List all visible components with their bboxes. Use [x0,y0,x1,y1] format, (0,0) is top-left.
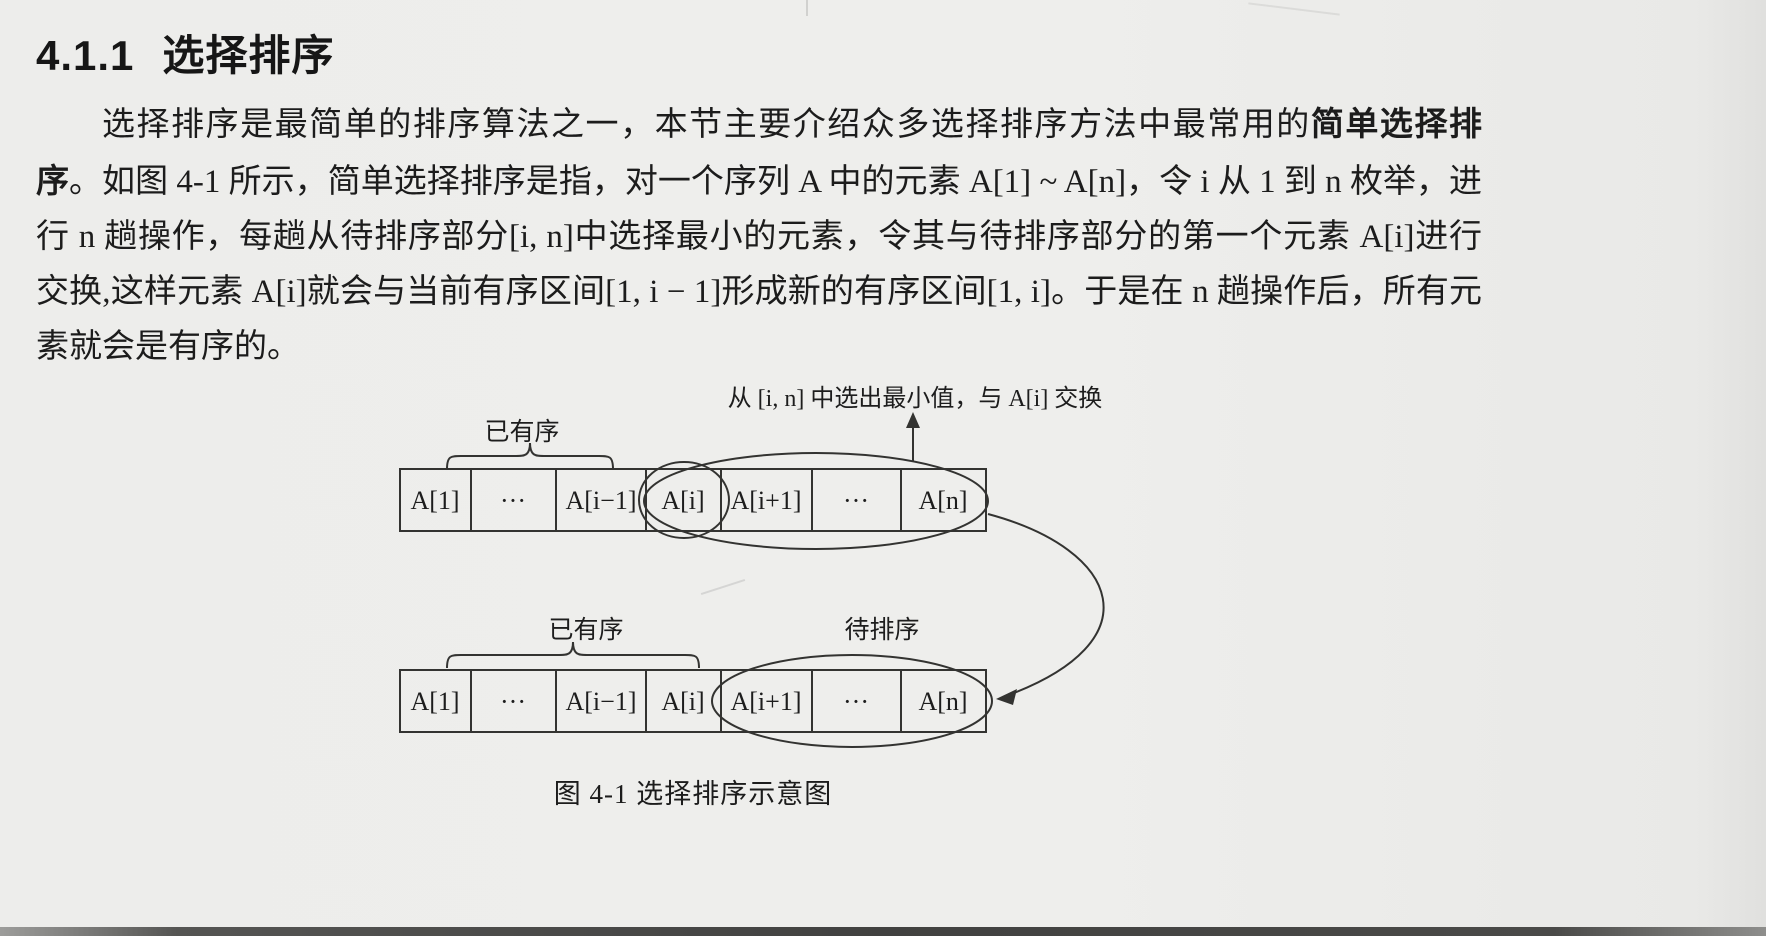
section-title: 选择排序 [162,32,335,79]
sorted-label-row1: 已有序 [484,418,559,446]
current-element-circle [638,461,730,539]
scan-artifact [1248,2,1340,16]
body-paragraph: 选择排序是最简单的排序算法之一，本节主要介绍众多选择排序方法中最常用的简单选择排… [36,96,1482,375]
unsorted-label-row2: 待排序 [844,616,919,644]
array-cell: A[i−1] [566,687,637,716]
overbrace-row1-icon [446,442,614,470]
unsorted-range-ellipse-row2 [711,654,993,748]
array-cell: A[1] [410,687,459,716]
page-bottom-edge [0,927,1766,936]
overbrace-row2-icon [446,641,700,669]
array-cell: A[1] [410,486,459,515]
array-cell: A[i+1] [731,486,802,515]
array-cell: A[i−1] [566,486,637,515]
section-heading: 4.1.1 选择排序 [36,22,334,83]
sorted-label-row2: 已有序 [548,616,623,644]
array-cell: ··· [500,486,526,515]
array-cell: ··· [500,687,526,716]
array-cell: A[i+1] [731,687,802,716]
array-cell: A[i] [661,687,704,716]
min-select-arrow-head [906,412,920,428]
array-cell: A[n] [918,687,967,716]
paragraph-text-1: 选择排序是最简单的排序算法之一，本节主要介绍众多选择排序方法中最常用的 [102,107,1311,143]
array-cell: A[i] [661,486,704,515]
swap-arrow-head [996,689,1017,705]
figure-caption: 图 4-1 选择排序示意图 [553,779,833,809]
section-number: 4.1.1 [36,32,135,79]
array-cell: ··· [843,687,869,716]
scan-artifact [806,0,808,16]
array-cell: ··· [843,486,869,515]
array-row2-outline [399,669,987,733]
annotation-text: 从 [i, n] 中选出最小值，与 A[i] 交换 [728,385,1103,412]
swap-arrow-curve [987,513,1105,697]
unsorted-range-ellipse-row1 [643,452,989,550]
paragraph-text-2: 。如图 4-1 所示，简单选择排序是指，对一个序列 A 中的元素 A[1] ~ … [36,164,1483,365]
array-cell: A[n] [918,486,967,515]
array-row1-outline [399,468,987,532]
paragraph-bold-term: 简单选择排序 [36,105,1483,199]
selection-sort-diagram: 从 [i, n] 中选出最小值，与 A[i] 交换 已有序 A[1] ··· A… [399,385,1105,748]
